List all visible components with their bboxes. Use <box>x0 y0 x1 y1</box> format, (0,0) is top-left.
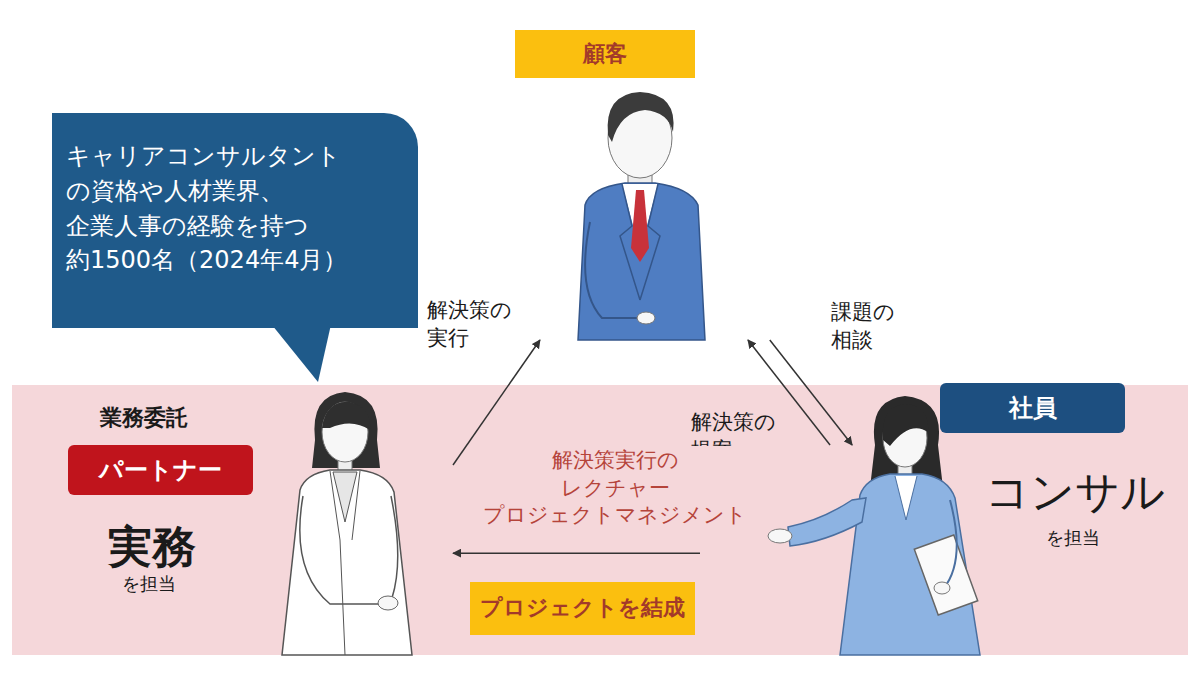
text-line: を担当 <box>122 572 176 595</box>
text-line: プロジェクトマネジメント <box>483 502 747 530</box>
node-text: 顧客 <box>515 30 695 78</box>
role-label: 業務委託 <box>100 404 188 433</box>
node-text: プロジェクトを結成 <box>470 582 695 635</box>
text-line: 社員 <box>1009 394 1057 423</box>
partner-figure <box>282 392 412 655</box>
customer-node: 顧客 <box>515 30 775 340</box>
customer-figure <box>578 92 705 340</box>
text-line: 約1500名（2024年4月） <box>66 243 404 278</box>
text-line: を担当 <box>1046 526 1100 549</box>
node-text: 社員 <box>940 383 1125 433</box>
text-line: の資格や人材業界、 <box>66 174 404 209</box>
arrow-connector <box>453 552 700 554</box>
text-line: プロジェクトを結成 <box>480 595 685 621</box>
text-line: 実務 <box>108 518 196 575</box>
duty-sub-label: を担当 <box>122 572 176 595</box>
duty-label: 実務 <box>108 518 196 575</box>
text-line: 解決策の <box>427 297 512 325</box>
node-text: キャリアコンサルタント の資格や人材業界、 企業人事の経験を持つ 約1500名（… <box>52 113 418 296</box>
text-line: 解決策の <box>691 409 776 437</box>
callout-box: キャリアコンサルタント の資格や人材業界、 企業人事の経験を持つ 約1500名（… <box>52 113 418 328</box>
callout-tail <box>268 320 332 382</box>
text-line: 相談 <box>831 327 895 355</box>
node-text: パートナー <box>68 445 253 495</box>
text-line: パートナー <box>99 456 222 485</box>
text-line: 顧客 <box>583 41 627 67</box>
text-line: コンサル <box>985 463 1165 520</box>
text-line: キャリアコンサルタント <box>66 139 404 174</box>
text-line: レクチャー <box>483 475 747 503</box>
text-line: 解決策実行の <box>483 447 747 475</box>
duty-sub-label: を担当 <box>1046 526 1100 549</box>
employee-figure <box>768 396 980 655</box>
edge-label: 解決策の 実行 <box>424 296 515 353</box>
text-line: 企業人事の経験を持つ <box>66 209 404 244</box>
project-box: プロジェクトを結成 <box>470 582 695 635</box>
arrow-connector <box>770 340 852 445</box>
text-line: 実行 <box>427 325 512 353</box>
edge-label: 課題の 相談 <box>828 298 898 355</box>
text-line: 課題の <box>831 299 895 327</box>
edge-label: 解決策実行の レクチャー プロジェクトマネジメント <box>480 446 750 531</box>
duty-label: コンサル <box>985 463 1165 520</box>
text-line: 業務委託 <box>100 404 188 433</box>
